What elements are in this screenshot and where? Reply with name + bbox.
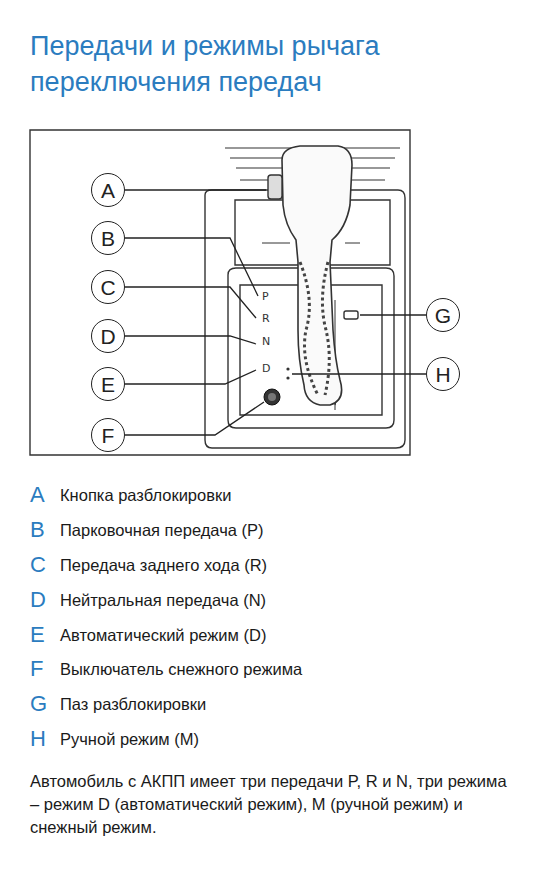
gear-mark: D bbox=[262, 362, 270, 375]
unlock-slot bbox=[344, 311, 358, 319]
legend-letter: G bbox=[30, 691, 47, 717]
callout-letter: H bbox=[435, 364, 450, 385]
snow-switch-center bbox=[268, 393, 276, 401]
gear-mark: R bbox=[262, 312, 270, 325]
callout-letter: F bbox=[102, 425, 115, 446]
leader-line bbox=[125, 370, 256, 384]
leader-line bbox=[125, 189, 266, 190]
callout-letter: A bbox=[101, 180, 115, 201]
callout-letter: B bbox=[101, 228, 115, 249]
gear-mark: P bbox=[262, 290, 269, 303]
legend-description: Выключатель снежного режима bbox=[60, 660, 302, 680]
callout-circle: G bbox=[426, 298, 460, 332]
unlock-button bbox=[268, 175, 282, 199]
callout-circle: C bbox=[91, 270, 125, 304]
legend-description: Кнопка разблокировки bbox=[60, 486, 231, 506]
caption: Автомобиль с АКПП имеет три передачи P, … bbox=[30, 770, 510, 839]
callout-circle: B bbox=[91, 221, 125, 255]
leader-line bbox=[360, 314, 426, 315]
lever-boot-seam bbox=[300, 262, 318, 395]
legend-letter: D bbox=[30, 587, 46, 613]
callout-letter: D bbox=[100, 326, 115, 347]
callout-circle: D bbox=[91, 319, 125, 353]
gear-mark: N bbox=[262, 335, 270, 348]
legend-letter: H bbox=[30, 726, 46, 752]
legend-description: Передача заднего хода (R) bbox=[60, 556, 267, 576]
leader-line bbox=[125, 336, 256, 344]
legend-description: Паз разблокировки bbox=[60, 695, 206, 715]
lever-boot-seam bbox=[322, 262, 329, 395]
legend-description: Парковочная передача (P) bbox=[60, 521, 264, 541]
legend-letter: F bbox=[30, 656, 43, 682]
snow-switch bbox=[264, 389, 280, 405]
callout-circle: H bbox=[426, 357, 460, 391]
callout-circle: E bbox=[91, 367, 125, 401]
callout-letter: C bbox=[100, 277, 115, 298]
leader-line bbox=[125, 287, 256, 318]
frame bbox=[30, 130, 410, 455]
mode-dot bbox=[286, 376, 289, 379]
mode-dot bbox=[286, 367, 289, 370]
legend-description: Нейтральная передача (N) bbox=[60, 591, 266, 611]
legend-description: Ручной режим (M) bbox=[60, 730, 199, 750]
title: Передачи и режимы рычага переключения пе… bbox=[30, 28, 510, 100]
legend-letter: E bbox=[30, 622, 45, 648]
callout-letter: E bbox=[101, 374, 115, 395]
leader-line bbox=[292, 373, 426, 374]
legend-letter: B bbox=[30, 517, 45, 543]
callout-circle: A bbox=[91, 173, 125, 207]
leader-line bbox=[125, 402, 264, 435]
callout-circle: F bbox=[91, 418, 125, 452]
legend-letter: A bbox=[30, 482, 45, 508]
callout-letter: G bbox=[435, 305, 451, 326]
legend-description: Автоматический режим (D) bbox=[60, 626, 266, 646]
legend-letter: C bbox=[30, 552, 46, 578]
lever bbox=[282, 146, 352, 405]
